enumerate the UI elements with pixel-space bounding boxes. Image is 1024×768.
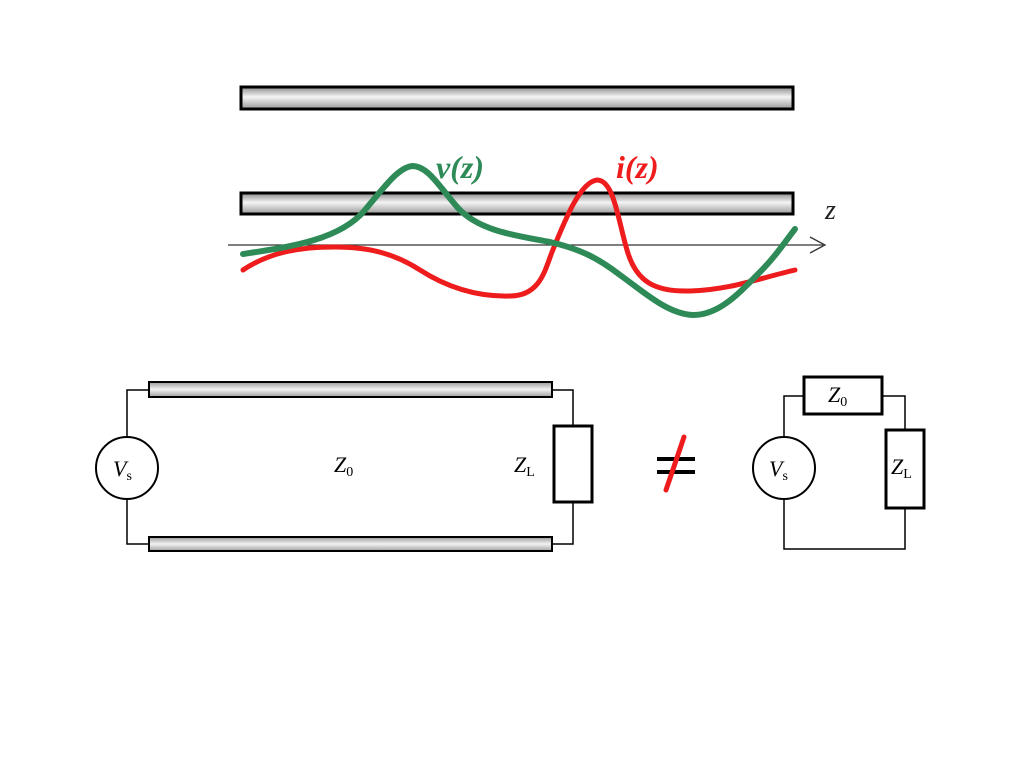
tline-bottom-conductor bbox=[148, 536, 553, 552]
lower-conductor bbox=[239, 191, 795, 216]
tline-voltage-source bbox=[95, 436, 159, 500]
current-curve bbox=[240, 177, 798, 299]
z-axis-label: z bbox=[824, 195, 836, 226]
lumped-source-label: Vs bbox=[769, 456, 788, 484]
voltage-label: v(z) bbox=[436, 149, 484, 185]
lumped-circuit: Vs Z0 ZL bbox=[752, 375, 926, 550]
z-axis-arrowhead bbox=[809, 236, 827, 254]
lumped-load-resistor bbox=[884, 428, 926, 510]
not-equal-slash bbox=[663, 434, 687, 493]
lumped-wires bbox=[783, 395, 906, 550]
current-label: i(z) bbox=[616, 149, 659, 185]
lumped-load-label: ZL bbox=[891, 454, 912, 482]
upper-conductor bbox=[239, 85, 795, 111]
tline-top-conductor bbox=[148, 381, 553, 398]
tline-load-resistor bbox=[552, 424, 594, 504]
waveform-panel: z v(z) i(z) bbox=[228, 85, 836, 319]
lumped-series-impedance bbox=[802, 375, 884, 416]
tline-wires bbox=[126, 389, 574, 545]
lumped-voltage-source bbox=[752, 436, 816, 500]
tline-load-label: ZL bbox=[514, 452, 535, 480]
tline-source-label: Vs bbox=[113, 456, 132, 484]
not-equal-symbol bbox=[657, 434, 695, 493]
tline-impedance-label: Z0 bbox=[334, 452, 353, 480]
voltage-curve bbox=[240, 162, 798, 319]
transmission-line-circuit: Vs Z0 ZL bbox=[95, 381, 594, 552]
lumped-series-impedance-label: Z0 bbox=[828, 382, 847, 410]
